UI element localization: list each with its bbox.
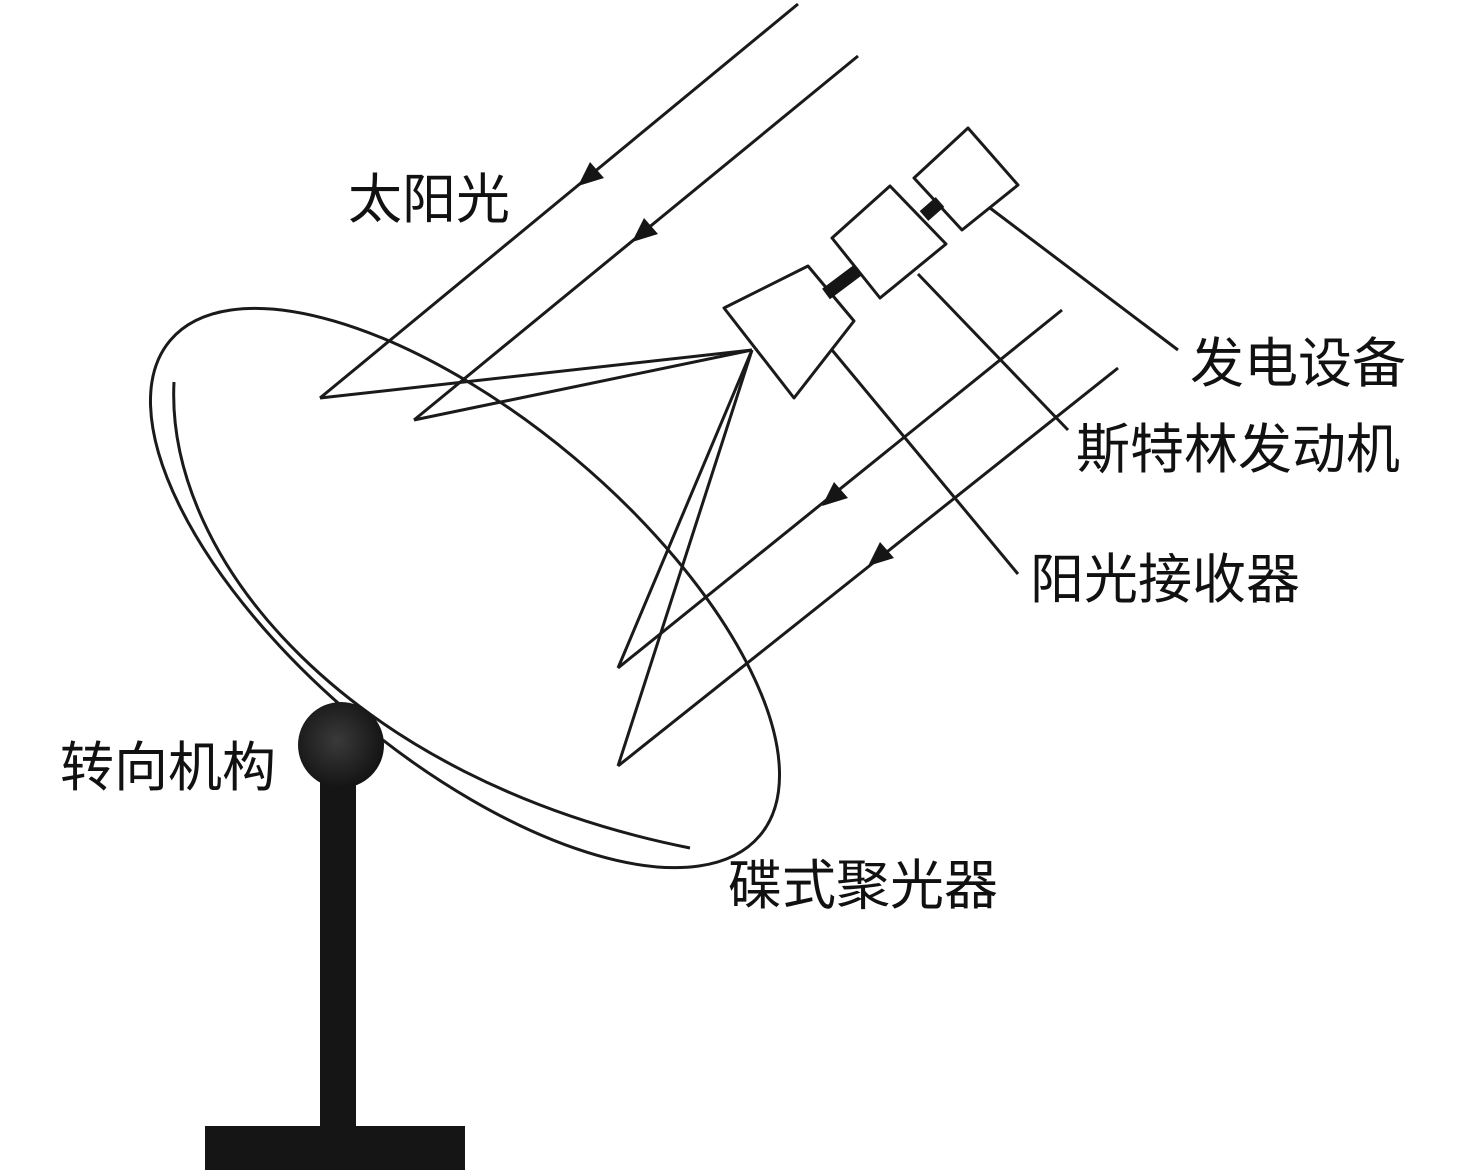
shaft-engine-generator <box>919 197 945 221</box>
arrow-head-3 <box>822 482 848 506</box>
sun-ray-4 <box>617 366 1119 768</box>
engine-shape <box>830 184 948 300</box>
leader-receiver <box>830 349 1020 575</box>
reflect-ray-1 <box>319 348 753 400</box>
dish-rim <box>148 306 782 870</box>
label-steering: 转向机构 <box>60 736 276 799</box>
reflect-ray-4 <box>616 349 754 767</box>
sun-ray-1 <box>319 2 799 400</box>
label-sunlight: 太阳光 <box>348 168 510 231</box>
generator-shape <box>912 126 1020 232</box>
dish-back <box>172 381 691 850</box>
shaft-receiver-engine <box>822 264 862 300</box>
steering-ball <box>298 702 384 788</box>
stand-pole <box>320 770 356 1130</box>
label-receiver: 阳光接收器 <box>1030 548 1300 611</box>
reflect-ray-3 <box>616 349 754 669</box>
label-power-equipment: 发电设备 <box>1190 332 1406 395</box>
leader-engine <box>916 272 1070 432</box>
stand-base <box>205 1126 465 1170</box>
arrow-head-4 <box>868 542 894 566</box>
reflect-ray-2 <box>413 348 753 422</box>
receiver-shape <box>722 264 856 400</box>
leader-power <box>989 206 1179 352</box>
arrow-head-1 <box>578 162 604 186</box>
label-dish: 碟式聚光器 <box>728 854 998 917</box>
arrow-head-2 <box>632 218 658 242</box>
label-stirling-engine: 斯特林发动机 <box>1076 418 1400 481</box>
